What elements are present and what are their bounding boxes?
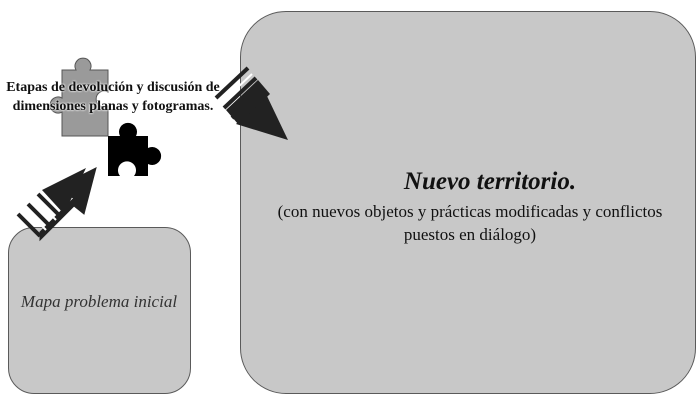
arrow-up-right-icon	[16, 167, 97, 242]
initial-problem-map-box	[8, 227, 191, 394]
puzzle-piece-gray-icon	[49, 57, 109, 137]
puzzle-piece-black-icon	[108, 122, 162, 176]
new-territory-subtitle: (con nuevos objetos y prácticas modifica…	[277, 202, 663, 244]
arrow-down-right-icon	[214, 66, 288, 140]
stage-caption: Etapas de devolución y discusión de dime…	[6, 80, 220, 114]
initial-problem-map-label: Mapa problema inicial	[20, 292, 178, 311]
new-territory-title: Nuevo territorio.	[403, 168, 577, 195]
new-territory-box	[240, 11, 696, 394]
